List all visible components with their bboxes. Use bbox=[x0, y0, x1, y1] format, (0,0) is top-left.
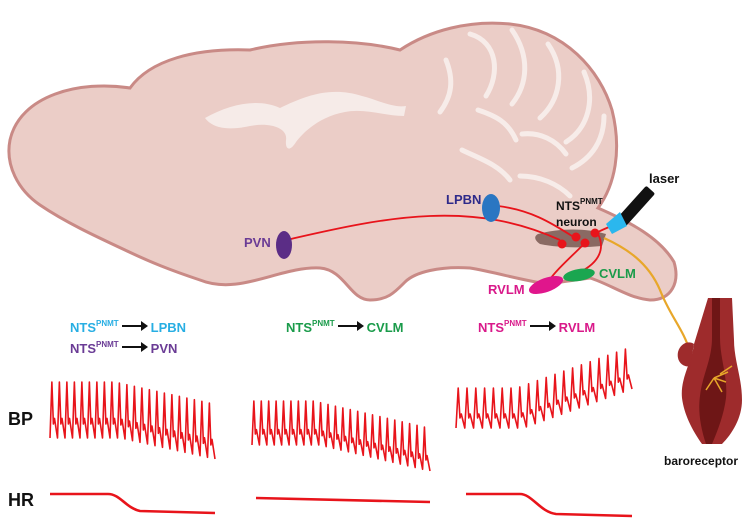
p1-src: NTS bbox=[70, 320, 96, 335]
p3-src: NTS bbox=[478, 320, 504, 335]
p3-sup: PNMT bbox=[504, 319, 527, 328]
hr-trace-lpbn-pvn bbox=[50, 492, 216, 515]
cerebellum-folia bbox=[437, 27, 607, 199]
p1-dst: LPBN bbox=[150, 320, 187, 335]
artery-icon bbox=[677, 298, 742, 444]
arrow-icon bbox=[529, 321, 556, 331]
nts-text: NTS bbox=[556, 199, 580, 213]
laser-probe-icon bbox=[606, 186, 655, 234]
panel1-line1: NTSPNMT LPBN bbox=[70, 319, 187, 335]
p2-dst: CVLM bbox=[366, 320, 404, 335]
nts-neuron-label: NTSPNMT neuron bbox=[556, 194, 603, 230]
p1b-src: NTS bbox=[70, 341, 96, 356]
p1b-dst: PVN bbox=[150, 341, 178, 356]
brain-outline bbox=[7, 21, 678, 302]
ventricle bbox=[205, 91, 406, 149]
panel3-line1: NTSPNMT RVLM bbox=[478, 319, 596, 335]
panel2-line1: NTSPNMT CVLM bbox=[286, 319, 404, 335]
panel1-line2: NTSPNMT PVN bbox=[70, 340, 178, 356]
p3-dst: RVLM bbox=[558, 320, 596, 335]
p2-src: NTS bbox=[286, 320, 312, 335]
laser-label: laser bbox=[649, 171, 680, 186]
rvlm-nucleus bbox=[528, 275, 564, 295]
cvlm-label: CVLM bbox=[599, 266, 636, 281]
cvlm-nucleus bbox=[563, 268, 595, 282]
p1-sup: PNMT bbox=[96, 319, 119, 328]
bp-trace-lpbn-pvn bbox=[49, 381, 216, 460]
bp-row-label: BP bbox=[8, 409, 34, 429]
arrow-icon bbox=[337, 321, 364, 331]
p2-sup: PNMT bbox=[312, 319, 335, 328]
lpbn-nucleus bbox=[482, 194, 500, 222]
rvlm-label: RVLM bbox=[488, 282, 525, 297]
nts-neurons bbox=[557, 228, 600, 249]
hr-row-label: HR bbox=[8, 490, 34, 510]
lpbn-label: LPBN bbox=[446, 192, 482, 207]
neuron-text: neuron bbox=[556, 215, 597, 229]
baroreceptor-label: baroreceptor bbox=[664, 454, 739, 468]
p1b-sup: PNMT bbox=[96, 340, 119, 349]
hr-trace-rvlm bbox=[466, 492, 633, 518]
pvn-nucleus bbox=[276, 231, 292, 259]
bp-trace-cvlm bbox=[251, 400, 431, 472]
arrow-icon bbox=[121, 321, 148, 331]
bp-trace-rvlm bbox=[455, 348, 633, 429]
arrow-icon bbox=[121, 342, 148, 352]
pvn-label: PVN bbox=[244, 235, 271, 250]
hr-trace-cvlm bbox=[255, 496, 431, 504]
nts-superscript: PNMT bbox=[580, 197, 603, 206]
